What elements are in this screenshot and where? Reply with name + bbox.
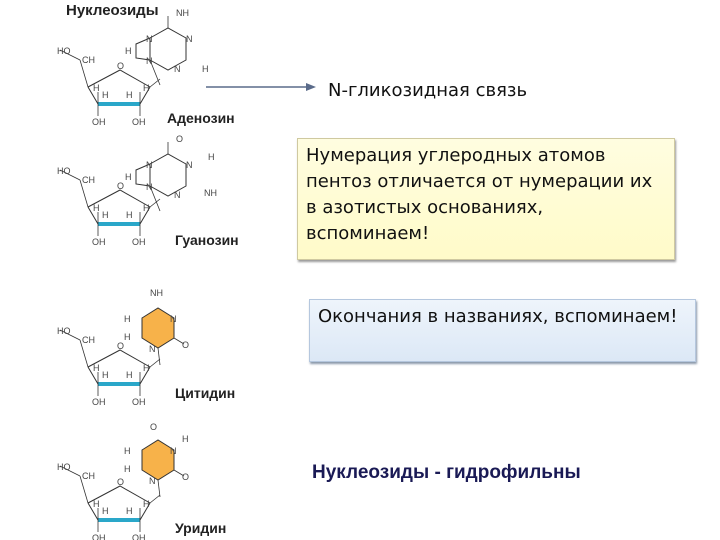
- guanosine-structure: O H NH: [55, 134, 217, 249]
- svg-text:NH: NH: [150, 288, 163, 298]
- cytidine-structure: NH: [55, 288, 190, 409]
- numbering-note-text: Нумерация углеродных атомов пентоз отлич…: [306, 145, 653, 244]
- nucleoside-name-uridine: Уридин: [175, 520, 227, 536]
- nucleoside-name-adenosine: Аденозин: [167, 110, 235, 126]
- glycosidic-bond-label: N-гликозидная связь: [328, 80, 528, 101]
- svg-text:NH: NH: [176, 8, 189, 18]
- endings-note-text: Окончания в названиях, вспоминаем!: [318, 306, 678, 327]
- endings-note-box: Окончания в названиях, вспоминаем!: [309, 299, 696, 362]
- svg-text:O: O: [176, 134, 183, 144]
- nucleoside-name-cytidine: Цитидин: [175, 385, 236, 401]
- hydrophilic-conclusion: Нуклеозиды - гидрофильны: [312, 462, 581, 483]
- svg-text:H: H: [202, 64, 209, 74]
- uridine-structure: O H: [55, 422, 190, 540]
- nucleoside-structures: O HO CH H H H H OH OH N N N N H N N: [55, 8, 217, 540]
- svg-text:H: H: [182, 434, 189, 444]
- diagram-title: Нуклеозиды: [66, 2, 159, 19]
- nucleoside-name-guanosine: Гуанозин: [175, 232, 239, 248]
- glycosidic-arrow: [206, 83, 316, 91]
- numbering-note-box: Нумерация углеродных атомов пентоз отлич…: [297, 138, 675, 260]
- svg-text:NH: NH: [204, 188, 217, 198]
- svg-text:O: O: [150, 422, 157, 432]
- svg-text:H: H: [208, 152, 215, 162]
- adenosine-structure: NH H: [55, 8, 209, 129]
